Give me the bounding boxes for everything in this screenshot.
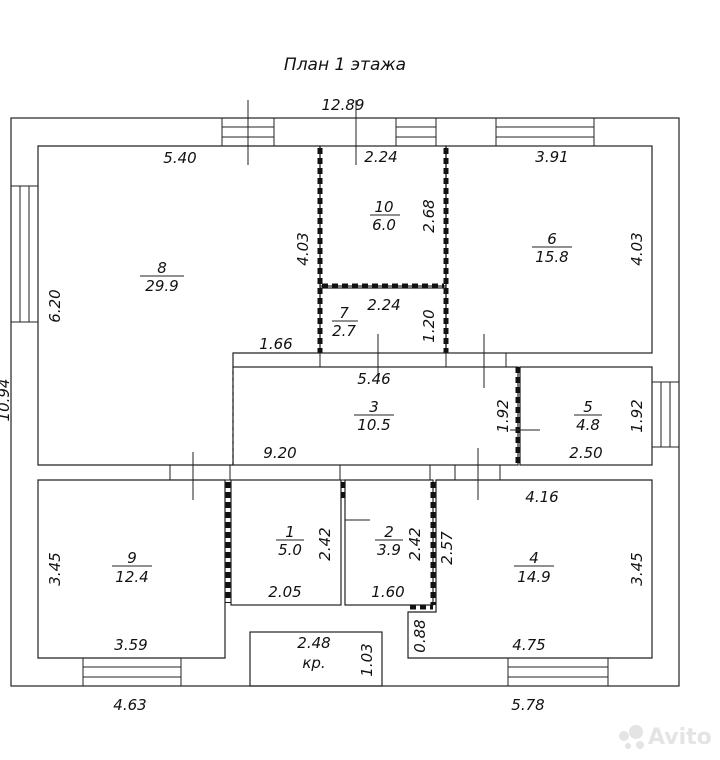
room-area: 10.5 <box>357 416 390 434</box>
plan-title: План 1 этажа <box>284 55 406 75</box>
dim-label: 4.03 <box>628 232 646 265</box>
dim-label: 1.92 <box>628 399 646 432</box>
dim-label: 4.16 <box>525 488 558 506</box>
dim-label: 3.45 <box>46 552 64 585</box>
dim-label: 4.03 <box>294 232 312 265</box>
avito-watermark: Avito <box>619 725 712 750</box>
room-number: 8 <box>157 259 167 277</box>
dim-bottom-left: 4.63 <box>113 696 146 714</box>
dim-label: 0.88 <box>411 619 429 652</box>
window <box>495 117 595 147</box>
dim-label: 5.40 <box>163 149 196 167</box>
window <box>507 657 609 687</box>
room-area: 5.0 <box>278 541 302 559</box>
dim-label: 1.20 <box>420 309 438 342</box>
room-area: 6.0 <box>372 216 396 234</box>
dim-label: 2.42 <box>316 527 334 560</box>
room-number: 6 <box>547 230 557 248</box>
room-number: 10 <box>374 198 393 216</box>
room-area: 29.9 <box>145 277 178 295</box>
room-area: 2.7 <box>332 322 356 340</box>
room-area: 3.9 <box>377 541 401 559</box>
dim-label: 2.24 <box>367 296 400 314</box>
dim-label: 2.68 <box>420 199 438 232</box>
window <box>395 117 437 147</box>
room-area: 4.8 <box>576 416 600 434</box>
room-area: 15.8 <box>535 248 568 266</box>
dim-label: 2.05 <box>268 583 301 601</box>
dim-label: 1.66 <box>259 335 292 353</box>
dim-label: 2.57 <box>438 531 456 565</box>
porch-label: кр. <box>302 654 325 672</box>
dim-label: 2.24 <box>364 148 397 166</box>
dim-label: 5.46 <box>357 370 390 388</box>
dim-label: 6.20 <box>46 289 64 322</box>
dim-label: 2.50 <box>569 444 602 462</box>
dim-bottom-right: 5.78 <box>511 696 544 714</box>
dim-label: 1.60 <box>371 583 404 601</box>
dim-label: 3.59 <box>114 636 147 654</box>
dim-label: 2.48 <box>297 634 330 652</box>
dim-label: 1.03 <box>358 643 376 676</box>
dim-label: 4.75 <box>512 636 545 654</box>
room-number: 3 <box>369 398 379 416</box>
dim-label: 3.45 <box>628 552 646 585</box>
porch-outline <box>249 631 383 687</box>
room-number: 5 <box>583 398 593 416</box>
room-area: 12.4 <box>115 568 148 586</box>
room-number: 9 <box>127 549 137 567</box>
dim-label: 1.92 <box>494 399 512 432</box>
room-number: 4 <box>529 549 539 567</box>
window <box>651 381 680 448</box>
dim-label: 3.91 <box>535 148 568 166</box>
room-number: 1 <box>285 523 295 541</box>
window <box>82 657 182 687</box>
room-4-outline <box>407 479 653 659</box>
dim-label: 9.20 <box>263 444 296 462</box>
room-8-outline <box>37 145 321 466</box>
dim-label: 2.42 <box>406 527 424 560</box>
watermark-text: Avito <box>648 725 712 750</box>
room-area: 14.9 <box>517 568 550 586</box>
room-number: 7 <box>339 304 349 322</box>
dim-overall-width: 12.89 <box>322 96 365 114</box>
room-1-outline <box>230 479 342 606</box>
window <box>10 185 39 323</box>
room-number: 2 <box>384 523 394 541</box>
room-9-outline <box>37 479 226 659</box>
door-marks <box>169 100 540 521</box>
dim-overall-height: 10.94 <box>0 379 13 422</box>
